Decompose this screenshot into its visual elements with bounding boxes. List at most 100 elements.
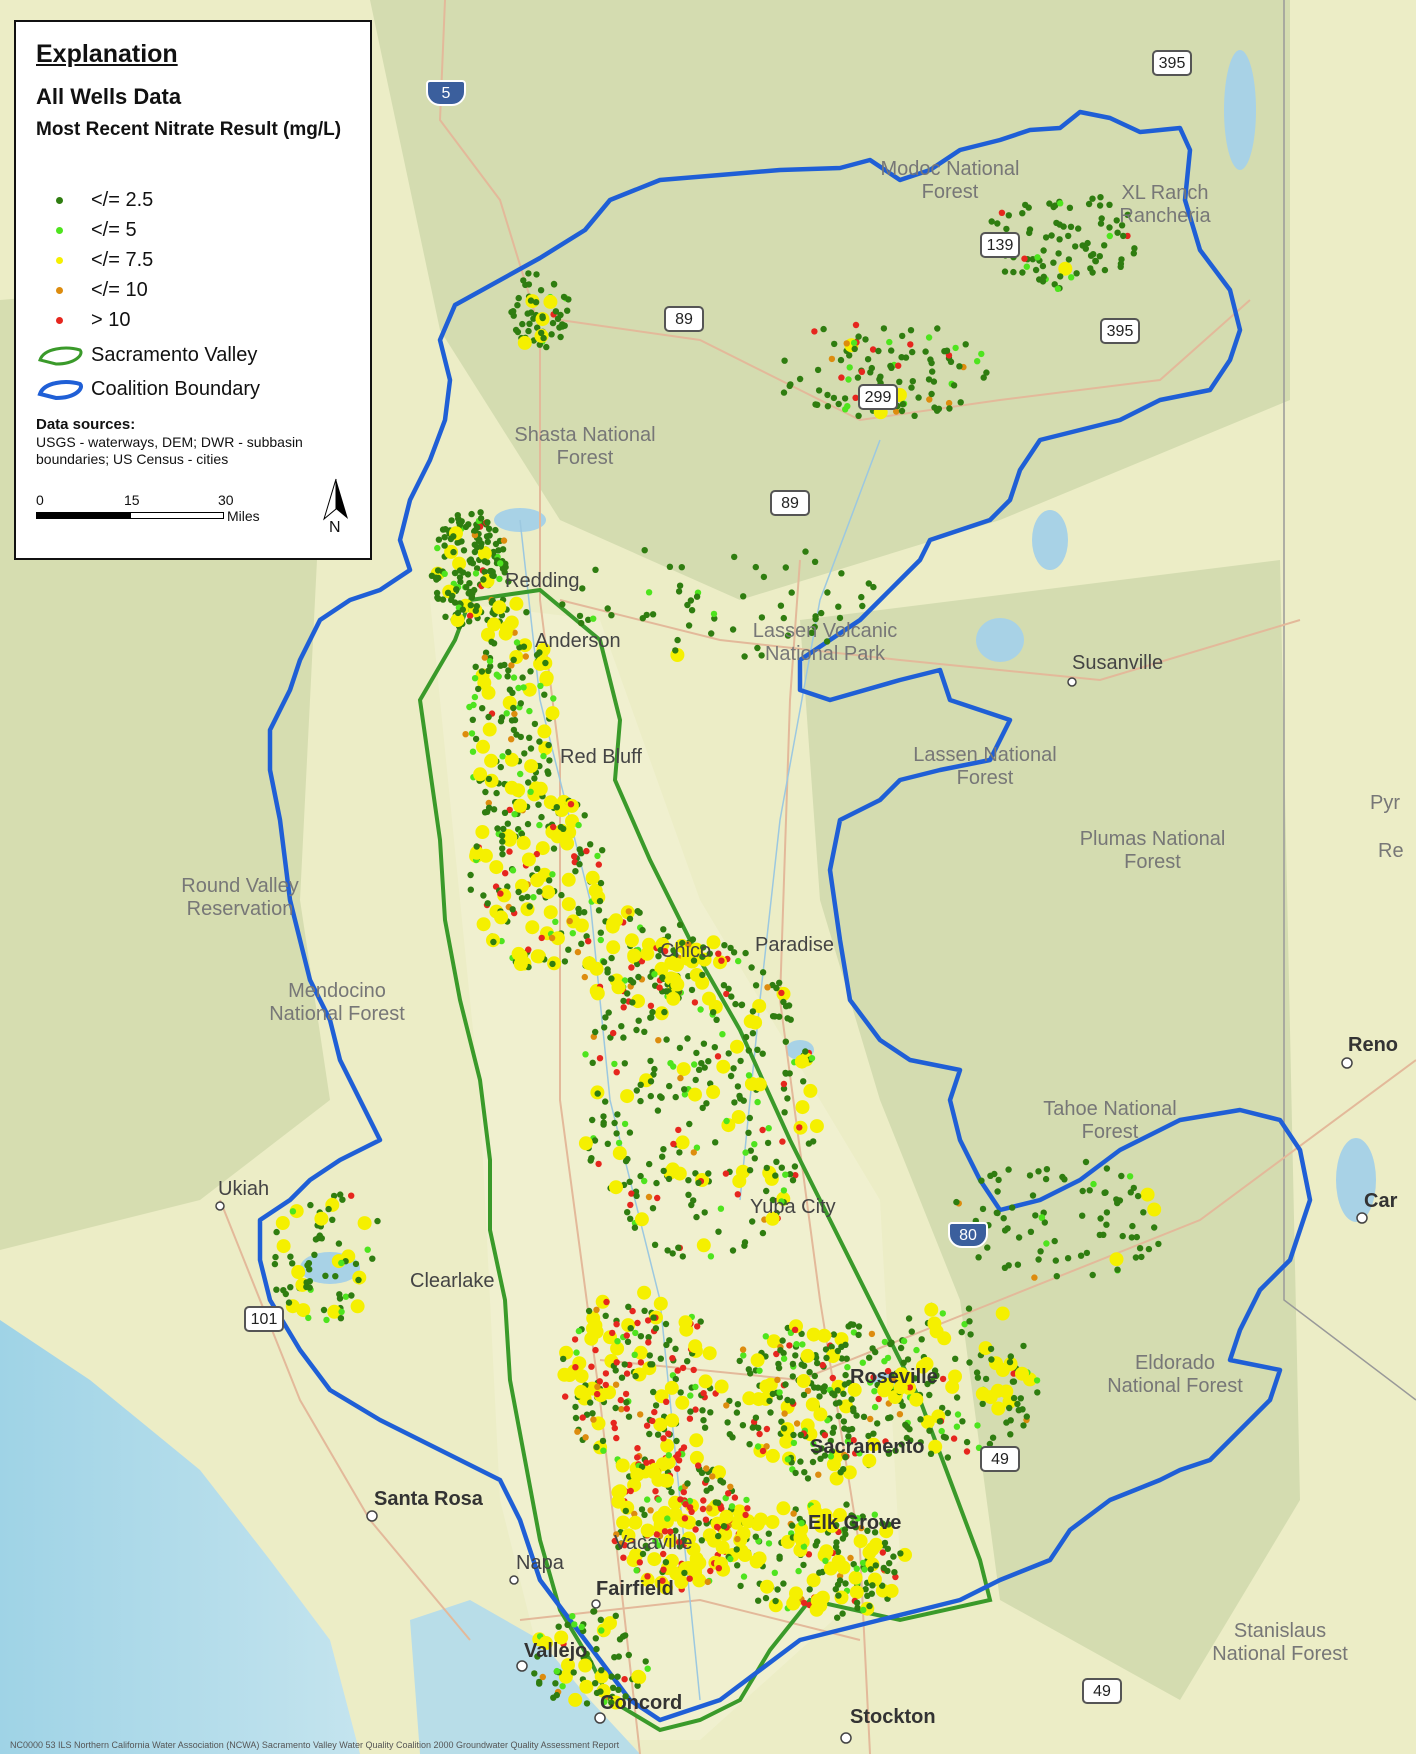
well-point [651,971,658,978]
well-point [540,752,547,760]
well-point [1109,1252,1124,1267]
well-point [868,1330,876,1338]
well-point [864,356,872,363]
well-point [743,1014,758,1029]
pacific-ocean [0,1320,360,1754]
well-point [631,1224,639,1231]
well-point [680,1488,687,1496]
well-point [537,287,545,294]
well-point [608,1695,623,1710]
well-point [809,1458,817,1466]
well-point [918,1336,925,1343]
well-point [773,984,780,992]
well-point [1067,223,1075,230]
well-point [1017,1395,1024,1402]
well-point [684,1480,691,1487]
well-point [530,894,537,901]
well-point [700,1497,707,1504]
well-point [625,1651,632,1659]
well-point [695,1179,702,1187]
well-point [926,396,933,403]
well-point [447,535,455,543]
shield-89a: 89 [664,306,704,332]
well-point [641,1307,648,1315]
well-point [828,355,836,363]
well-point [788,589,795,596]
well-point [818,1445,825,1452]
well-point [731,1099,738,1106]
well-point [1021,255,1028,262]
well-point [572,1364,579,1371]
well-point [1023,1413,1030,1420]
almanor-lake [976,618,1024,662]
well-point [911,412,918,419]
well-point [593,1306,600,1314]
well-point [546,757,553,764]
well-point [723,1117,730,1125]
well-point [686,1415,694,1422]
well-point [666,563,674,570]
well-point [504,752,519,767]
well-point [275,1216,290,1230]
well-point [717,1205,725,1212]
well-point [289,1204,304,1219]
well-point [661,948,669,955]
well-point [822,1557,829,1565]
well-point [458,538,465,545]
well-point [856,1450,863,1457]
well-point [987,1345,995,1353]
well-point [884,1567,891,1575]
well-point [722,1170,730,1177]
well-point [898,1441,905,1448]
well-point [496,575,503,583]
well-point [983,369,990,376]
well-point [1019,1406,1026,1413]
well-point [352,1260,360,1268]
well-point [646,1160,653,1168]
well-point [650,1071,657,1078]
well-point [733,1409,741,1416]
well-point [688,1560,703,1575]
well-point [803,1083,818,1098]
well-point [553,1667,561,1675]
well-point [842,1454,849,1461]
well-point [930,378,938,385]
well-point [609,913,623,928]
well-point [729,626,737,633]
well-point [337,1315,345,1322]
well-point [684,601,691,609]
well-point [739,1346,747,1353]
well-point [538,329,545,337]
well-point [808,629,815,636]
well-point [699,953,706,960]
well-point [835,1412,842,1420]
well-point [794,1054,809,1069]
well-point [499,546,507,553]
well-point [854,1604,861,1612]
well-point [539,1673,546,1681]
well-point [762,1594,770,1602]
well-point [463,584,470,591]
well-point [537,724,552,739]
well-point [664,955,679,970]
well-point [952,1355,959,1363]
well-point [481,627,495,642]
well-point [520,684,527,691]
well-point [700,1390,707,1397]
well-point [503,830,518,845]
well-point [661,1528,669,1535]
well-point [564,1621,571,1629]
well-point [614,1673,621,1680]
well-point [713,1523,721,1531]
well-point [773,1158,780,1166]
well-point [552,918,559,925]
well-point [845,1323,852,1330]
well-point [852,1524,859,1531]
label-santa-rosa: Santa Rosa [374,1488,483,1510]
well-point [559,601,566,608]
well-point [778,1164,785,1171]
well-point [602,1381,609,1389]
well-point [497,560,504,567]
well-point [732,1174,747,1189]
